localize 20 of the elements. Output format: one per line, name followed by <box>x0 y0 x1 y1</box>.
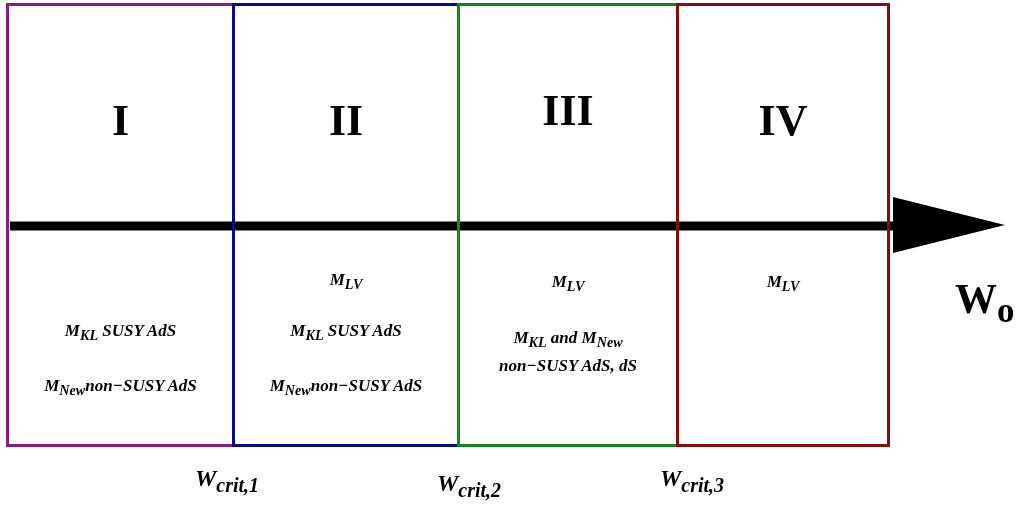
axis-label: W$_{o}$ <box>955 275 1015 332</box>
region-text: M$_{LV}$ <box>766 271 800 297</box>
region-text: M$_{New}$non−SUSY AdS <box>269 375 423 401</box>
region-box <box>676 3 890 447</box>
region-numeral: III <box>542 86 594 136</box>
region-text: M$_{KL}$ and M$_{New}$ non−SUSY AdS, dS <box>498 327 638 378</box>
region-text: M$_{LV}$ <box>329 269 363 295</box>
region-box <box>457 3 679 447</box>
region-box <box>6 3 235 447</box>
region-numeral: II <box>328 96 364 146</box>
threshold-label: W$_{crit,2}$ <box>437 470 502 502</box>
threshold-label: W$_{crit,3}$ <box>660 465 725 497</box>
region-text: M$_{New}$non−SUSY AdS <box>44 375 197 401</box>
region-text: M$_{KL}$ SUSY AdS <box>64 320 177 346</box>
region-numeral: IV <box>758 96 808 146</box>
region-text: M$_{LV}$ <box>551 271 585 297</box>
region-numeral: I <box>111 96 130 146</box>
threshold-label: W$_{crit,1}$ <box>195 465 260 497</box>
region-text: M$_{KL}$ SUSY AdS <box>290 320 402 346</box>
region-box <box>232 3 460 447</box>
